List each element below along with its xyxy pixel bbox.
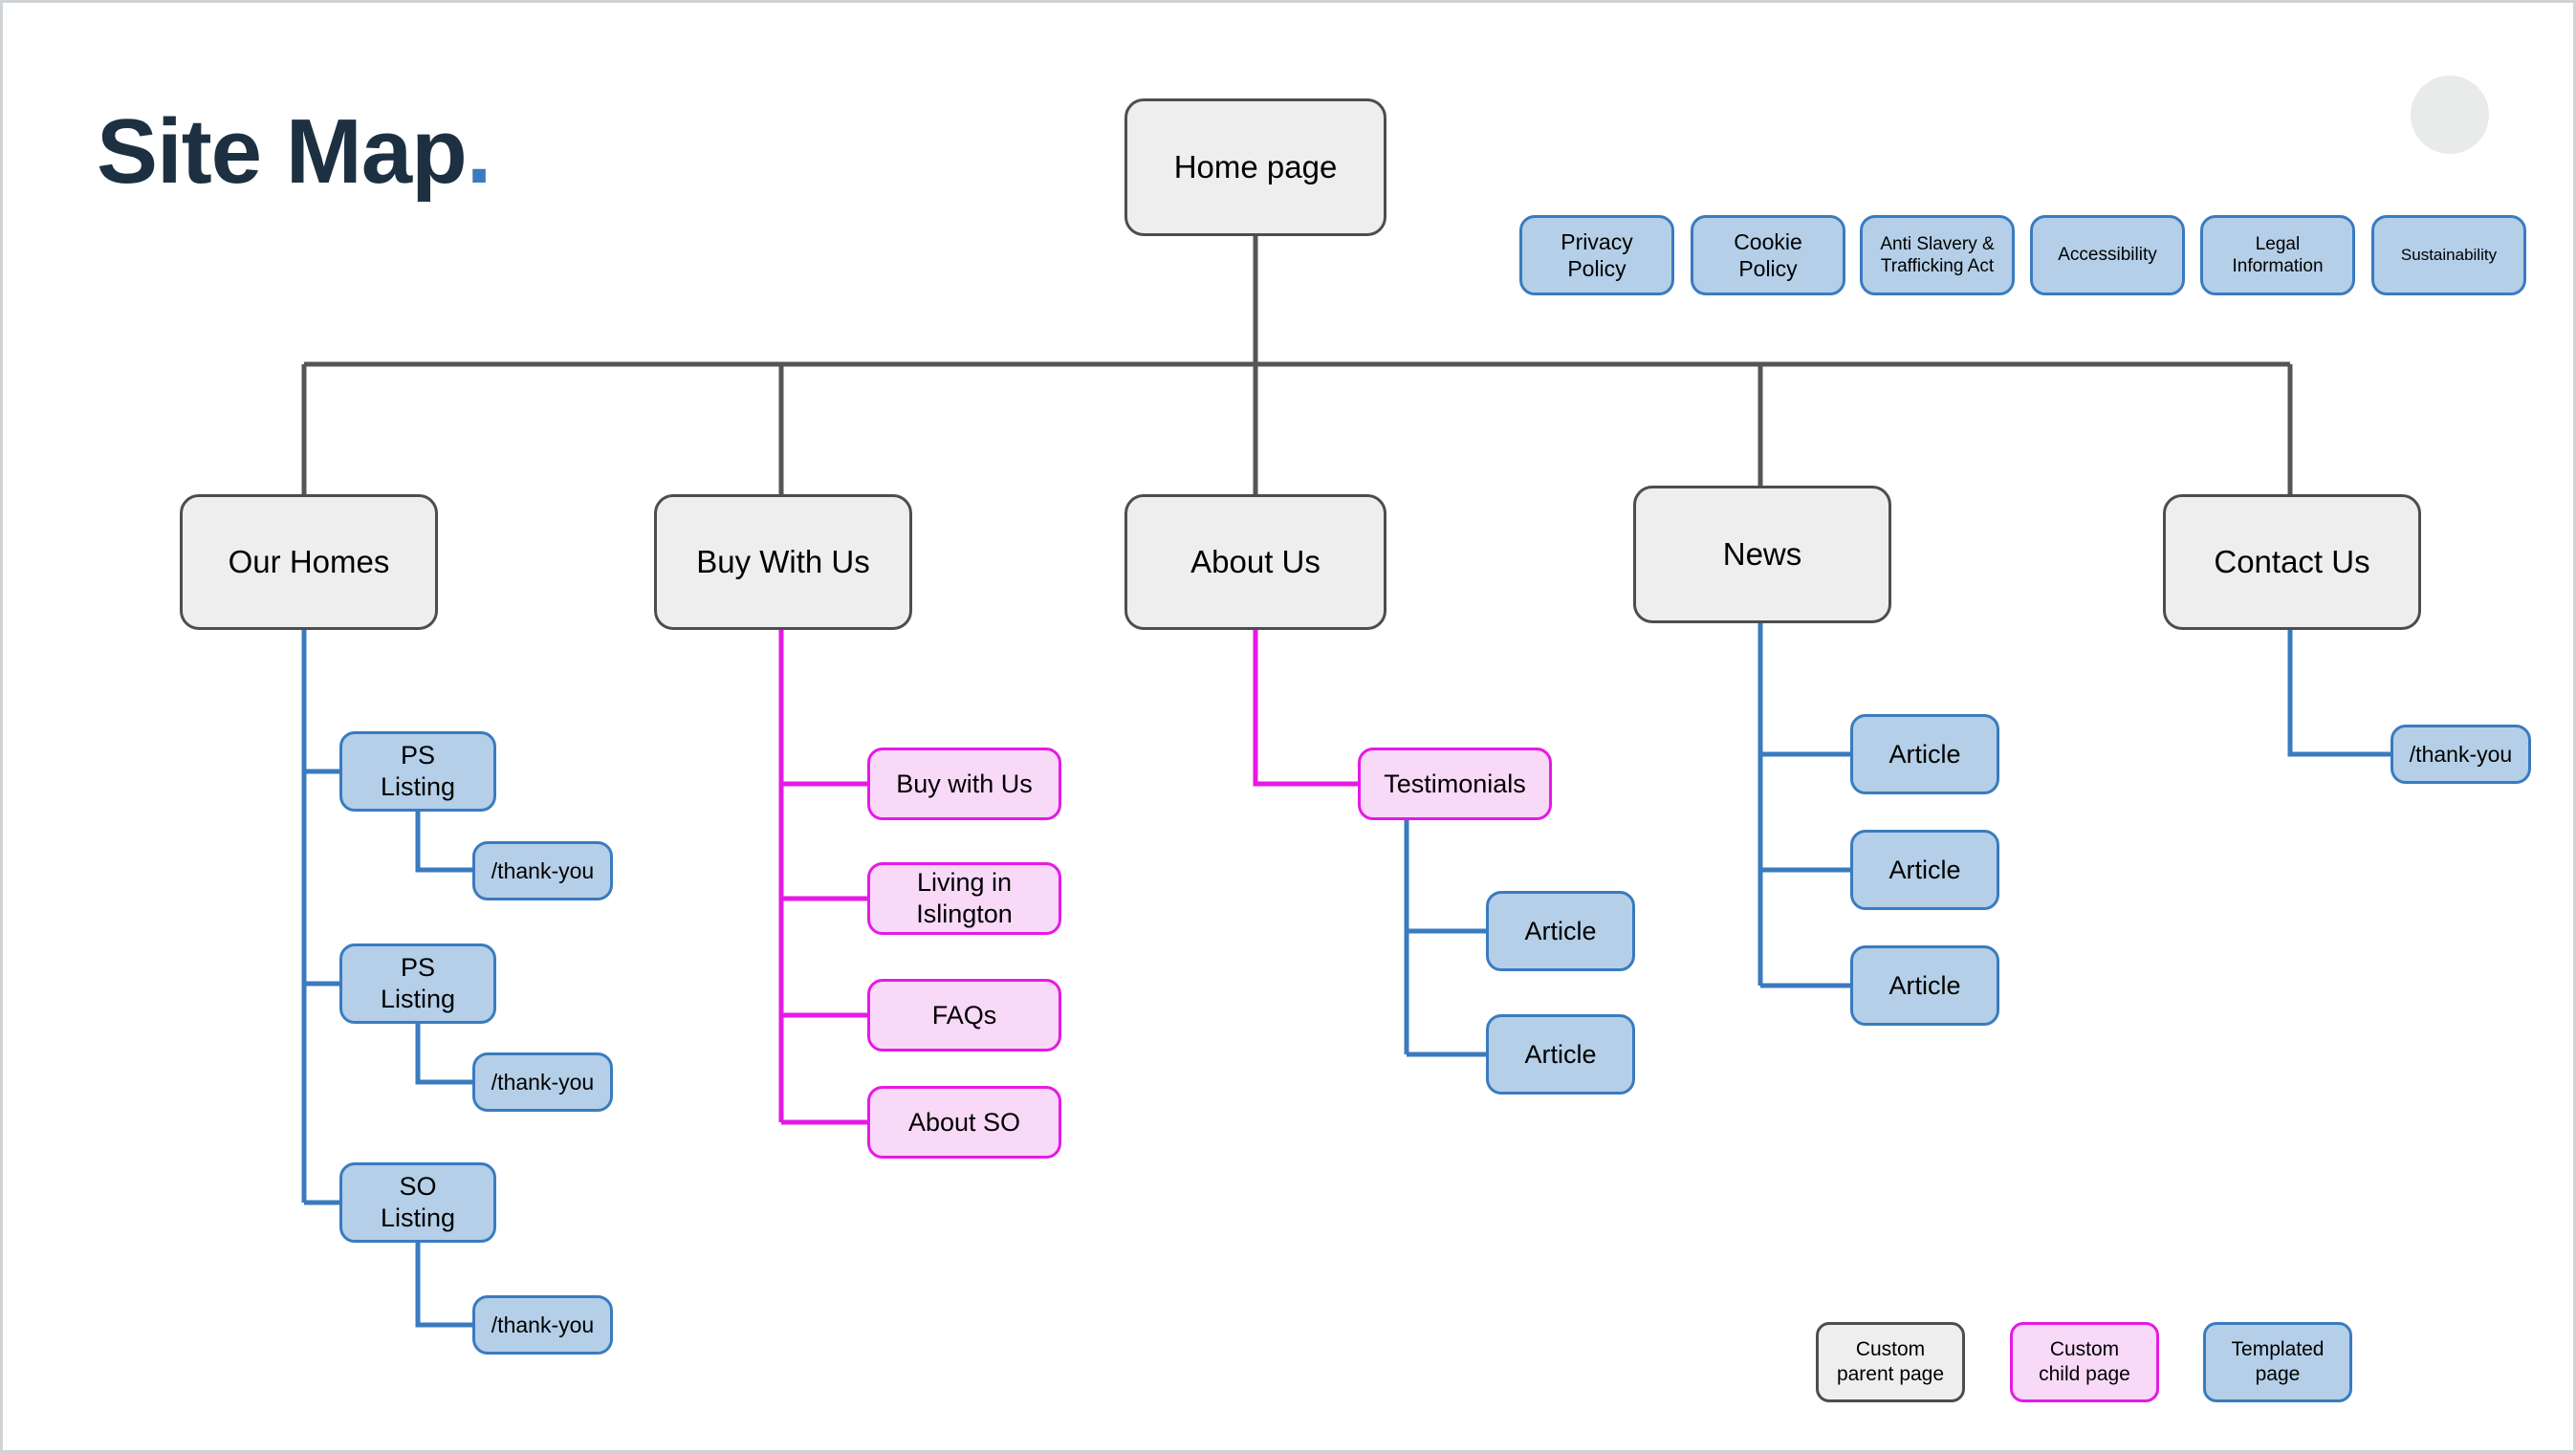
page-title-text: Site Map	[97, 100, 468, 203]
node-privacy-policy[interactable]: Privacy Policy	[1519, 215, 1674, 295]
page-title-accent-dot: .	[466, 100, 492, 203]
node-so-listing[interactable]: SO Listing	[339, 1162, 496, 1243]
node-our-homes[interactable]: Our Homes	[180, 494, 438, 630]
node-news-article-1[interactable]: Article	[1850, 714, 1999, 794]
node-testimonials-article-2[interactable]: Article	[1486, 1014, 1635, 1095]
node-anti-slavery-trafficking-act[interactable]: Anti Slavery & Trafficking Act	[1860, 215, 2015, 295]
node-sustainability[interactable]: Sustainability	[2371, 215, 2526, 295]
node-living-in-islington[interactable]: Living in Islington	[867, 862, 1061, 935]
node-about-us[interactable]: About Us	[1124, 494, 1386, 630]
node-contact-us-thank-you[interactable]: /thank-you	[2390, 725, 2531, 784]
node-news[interactable]: News	[1633, 486, 1891, 623]
node-faqs[interactable]: FAQs	[867, 979, 1061, 1052]
node-legal-information[interactable]: Legal Information	[2200, 215, 2355, 295]
node-contact-us[interactable]: Contact Us	[2163, 494, 2421, 630]
decorative-circle	[2411, 76, 2489, 154]
node-cookie-policy[interactable]: Cookie Policy	[1691, 215, 1845, 295]
node-testimonials[interactable]: Testimonials	[1358, 748, 1552, 820]
node-buy-with-us[interactable]: Buy With Us	[654, 494, 912, 630]
node-testimonials-article-1[interactable]: Article	[1486, 891, 1635, 971]
legend-templated-page: Templated page	[2203, 1322, 2352, 1402]
node-accessibility[interactable]: Accessibility	[2030, 215, 2185, 295]
node-buy-with-us-child[interactable]: Buy with Us	[867, 748, 1061, 820]
node-ps-listing-2-thank-you[interactable]: /thank-you	[472, 1052, 613, 1112]
legend-custom-parent-page: Custom parent page	[1816, 1322, 1965, 1402]
node-news-article-2[interactable]: Article	[1850, 830, 1999, 910]
node-ps-listing-2[interactable]: PS Listing	[339, 943, 496, 1024]
node-about-so[interactable]: About SO	[867, 1086, 1061, 1159]
legend-custom-child-page: Custom child page	[2010, 1322, 2159, 1402]
node-so-listing-thank-you[interactable]: /thank-you	[472, 1295, 613, 1355]
node-ps-listing-1[interactable]: PS Listing	[339, 731, 496, 812]
node-news-article-3[interactable]: Article	[1850, 945, 1999, 1026]
node-home-page[interactable]: Home page	[1124, 98, 1386, 236]
node-ps-listing-1-thank-you[interactable]: /thank-you	[472, 841, 613, 900]
page-title: Site Map.	[97, 106, 491, 198]
